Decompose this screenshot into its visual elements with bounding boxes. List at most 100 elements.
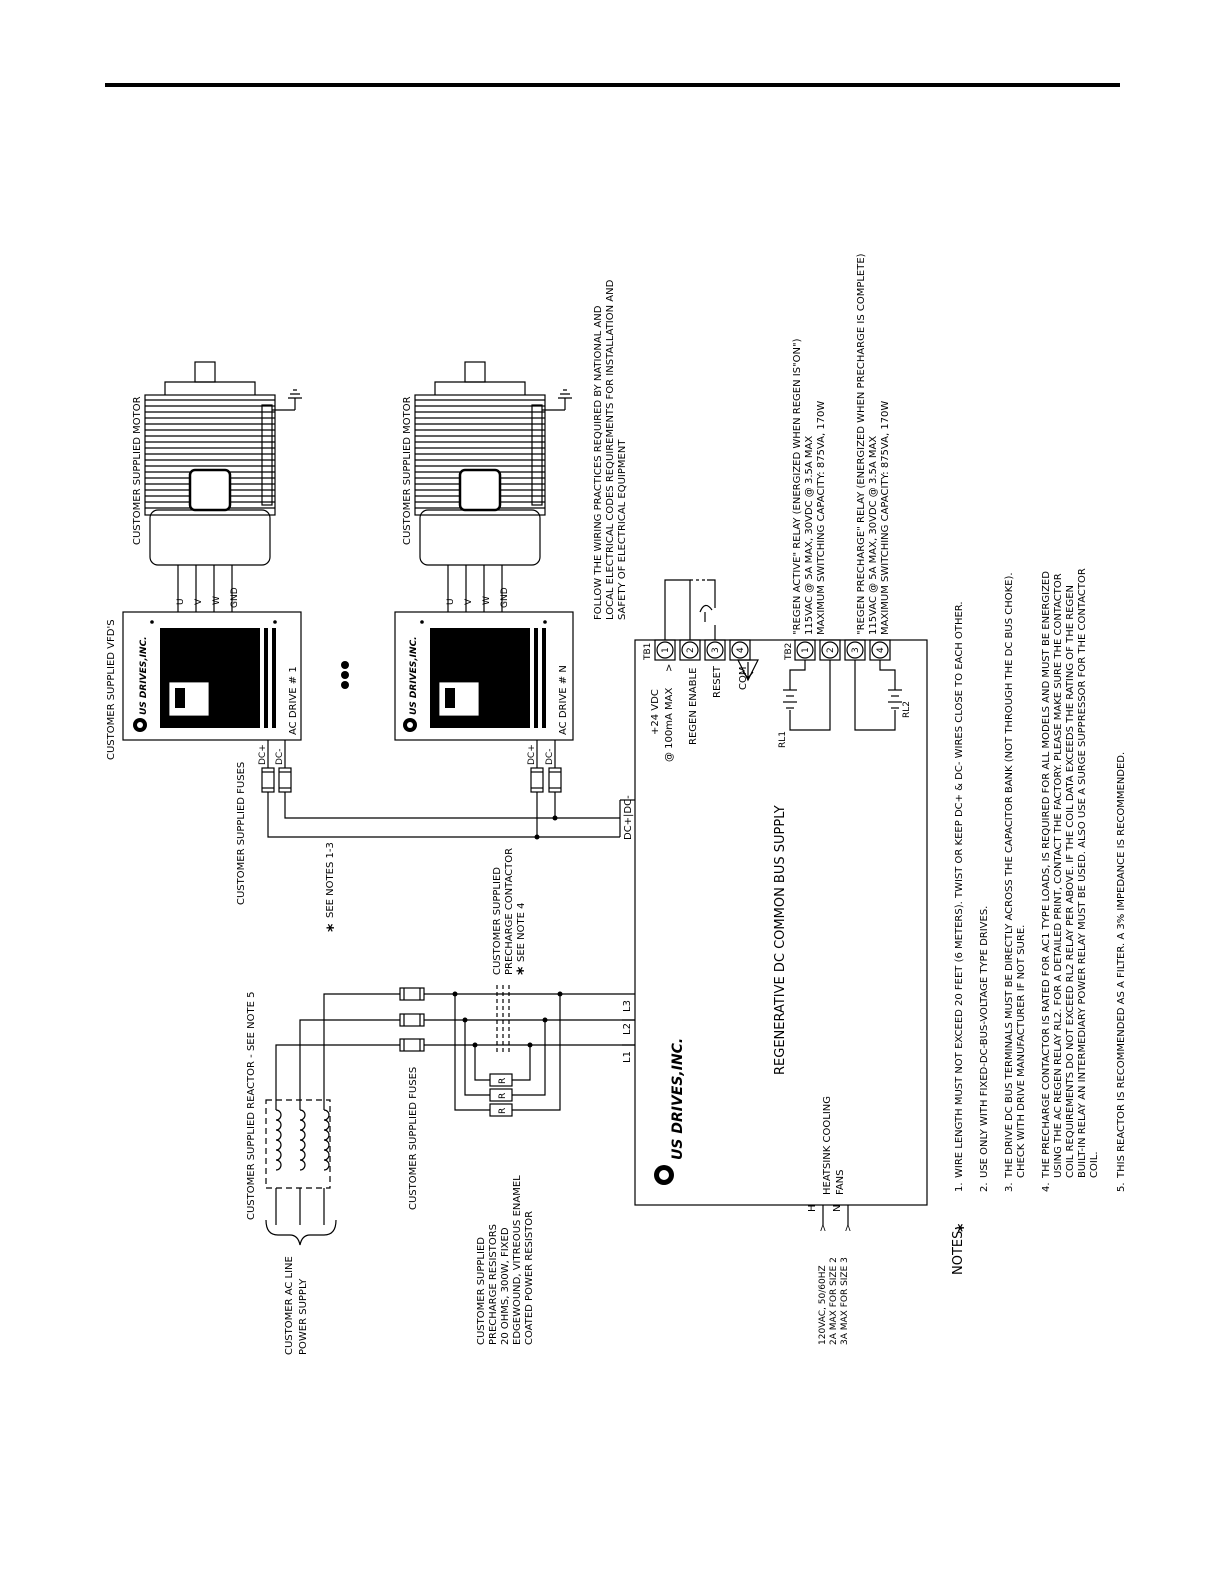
svg-text:U: U	[446, 598, 456, 605]
svg-text:2: 2	[686, 647, 696, 653]
motor-n	[414, 361, 572, 566]
heatsink-label-1: HEATSINK COOLING	[822, 1096, 833, 1195]
rl2-label: RL2	[902, 701, 912, 718]
svg-text:>: >	[818, 1224, 829, 1232]
notes-title: NOTES:	[951, 1226, 966, 1275]
note-4-line-5: COIL.	[1089, 1151, 1100, 1178]
rl1-label: RL1	[778, 731, 788, 748]
ac-line-brace	[265, 1219, 337, 1246]
ac-fuses-label: CUSTOMER SUPPLIED FUSES	[408, 1067, 419, 1210]
note-4-line-1: THE PRECHARGE CONTACTOR IS RATED FOR AC1…	[1041, 571, 1052, 1179]
main-title: REGENERATIVE DC COMMON BUS SUPPLY	[773, 805, 788, 1075]
wiring-note-3: SAFETY OF ELECTRICAL EQUIPMENT	[617, 439, 628, 620]
resistor-r2: R	[498, 1093, 508, 1099]
note-1-num: 1.	[954, 1182, 965, 1192]
resistor-r3: R	[498, 1078, 508, 1084]
driveN-dc-plus: DC+	[527, 744, 537, 765]
reactor-box	[265, 1099, 331, 1189]
regen-precharge-1: "REGEN PRECHARGE" RELAY (ENERGIZED WHEN …	[856, 253, 867, 635]
svg-text:V: V	[464, 598, 474, 605]
header-rule	[105, 83, 1120, 87]
precharge-resistors: R R R	[454, 994, 561, 1117]
resistor-r1: R	[498, 1108, 508, 1114]
ac-fuses	[399, 987, 425, 1052]
contactor-asterisk: *	[513, 966, 532, 975]
svg-text:GND: GND	[500, 587, 510, 608]
ac-line-label-2: POWER SUPPLY	[298, 1278, 309, 1355]
brand-logo: US DRIVES,INC.	[654, 1038, 686, 1185]
note-4-line-4: BUILT-IN RELAY AN INTERMEDIARY POWER REL…	[1077, 568, 1088, 1178]
contactor-label-1: CUSTOMER SUPPLIED	[492, 867, 503, 975]
dc-bus-label: DC+|DC-	[623, 795, 634, 840]
driveN-label: AC DRIVE # N	[558, 665, 569, 735]
resistor-label-5: COATED POWER RESISTOR	[524, 1211, 535, 1345]
dc-fuses-drive-n	[530, 767, 562, 793]
svg-text:V: V	[194, 598, 204, 605]
drive1-dc-plus: DC+	[258, 744, 268, 765]
svg-text:GND: GND	[230, 587, 240, 608]
svg-text:US DRIVES,INC.: US DRIVES,INC.	[409, 636, 419, 715]
svg-text:4: 4	[736, 647, 746, 653]
drive-1	[122, 611, 302, 741]
com-label: COM	[738, 667, 749, 690]
tb1-terminals: 1 2 3 4	[654, 639, 751, 661]
ac-line-label-1: CUSTOMER AC LINE	[284, 1256, 295, 1355]
note-1-line-1: WIRE LENGTH MUST NOT EXCEED 20 FEET (6 M…	[954, 601, 965, 1178]
dc-fuses-drive-1	[261, 767, 292, 793]
note-4-line-2: USING THE AC REGEN RELAY RL2. FOR A DETA…	[1053, 573, 1064, 1178]
drive1-dc-minus: DC-	[275, 749, 285, 765]
supply-box	[634, 639, 928, 1206]
resistor-label-2: PRECHARGE RESISTORS	[488, 1224, 499, 1345]
l2-label: L2	[622, 1023, 633, 1035]
resistor-label-3: 20 OHMS, 300W, FIXED	[500, 1227, 511, 1345]
fan-supply-1: 120VAC, 50/60HZ	[818, 1265, 828, 1345]
see-notes-asterisk: *	[323, 923, 342, 932]
reactor-label: CUSTOMER SUPPLIED REACTOR - SEE NOTE 5	[246, 992, 257, 1220]
resistor-label-1: CUSTOMER SUPPLIED	[476, 1237, 487, 1345]
svg-text:U: U	[176, 598, 186, 605]
fan-h-label: H	[807, 1204, 818, 1212]
brand-text: US DRIVES,INC.	[670, 1038, 686, 1160]
fan-supply-3: 3A MAX FOR SIZE 3	[840, 1257, 850, 1345]
note-3-line-2: CHECK WITH DRIVE MANUFACTURER IF NOT SUR…	[1016, 925, 1027, 1178]
svg-text:W: W	[482, 596, 492, 605]
regen-active-3: MAXIMUM SWITCHING CAPACITY: 875VA, 170W	[816, 401, 827, 635]
reactor-coils	[275, 1109, 330, 1171]
note-4-num: 4.	[1041, 1182, 1052, 1192]
precharge-contactor	[496, 985, 510, 1052]
tb2-terminals: 1 2 3 4	[794, 639, 891, 661]
notes-asterisk: *	[953, 1223, 972, 1232]
tb1-label: TB1	[643, 643, 653, 661]
svg-text:3: 3	[851, 647, 861, 653]
l1-label: L1	[622, 1051, 633, 1063]
note-4-line-3: COIL REQUIREMENTS DO NOT EXCEED RL2 RELA…	[1065, 585, 1076, 1178]
svg-text:1: 1	[661, 647, 671, 653]
fan-supply-2: 2A MAX FOR SIZE 2	[829, 1257, 839, 1345]
tb2-label: TB2	[784, 643, 794, 661]
svg-text:4: 4	[876, 647, 886, 653]
reset-label: RESET	[712, 665, 723, 698]
svg-text:US DRIVES,INC.: US DRIVES,INC.	[139, 636, 149, 715]
motor-1	[144, 361, 302, 566]
note-3-num: 3.	[1004, 1182, 1015, 1192]
svg-text:1: 1	[801, 647, 811, 653]
note-2-line-1: USE ONLY WITH FIXED-DC-BUS-VOLTAGE TYPE …	[979, 906, 990, 1178]
motor1-label: CUSTOMER SUPPLIED MOTOR	[132, 396, 143, 545]
svg-text:2: 2	[826, 647, 836, 653]
svg-text:3: 3	[711, 647, 721, 653]
note-2-num: 2.	[979, 1182, 990, 1192]
vfds-label: CUSTOMER SUPPLIED VFD'S	[106, 619, 117, 760]
dc-fuses-label: CUSTOMER SUPPLIED FUSES	[236, 762, 247, 905]
regen-enable-label: REGEN ENABLE	[688, 668, 699, 745]
contactor-label-3: SEE NOTE 4	[516, 903, 527, 962]
note-5-line-1: THIS REACTOR IS RECOMMENDED AS A FILTER.…	[1116, 752, 1127, 1179]
regen-precharge-3: MAXIMUM SWITCHING CAPACITY: 875VA, 170W	[880, 401, 891, 635]
regen-active-2: 115VAC @ 5A MAX, 30VDC @ 3.5A MAX	[804, 436, 815, 635]
driveN-dc-minus: DC-	[545, 749, 555, 765]
drive1-label: AC DRIVE # 1	[288, 666, 299, 735]
svg-text:>: >	[664, 664, 675, 672]
svg-text:>: >	[843, 1224, 854, 1232]
see-notes-label: SEE NOTES 1-3	[325, 842, 336, 918]
svg-text:W: W	[212, 596, 222, 605]
